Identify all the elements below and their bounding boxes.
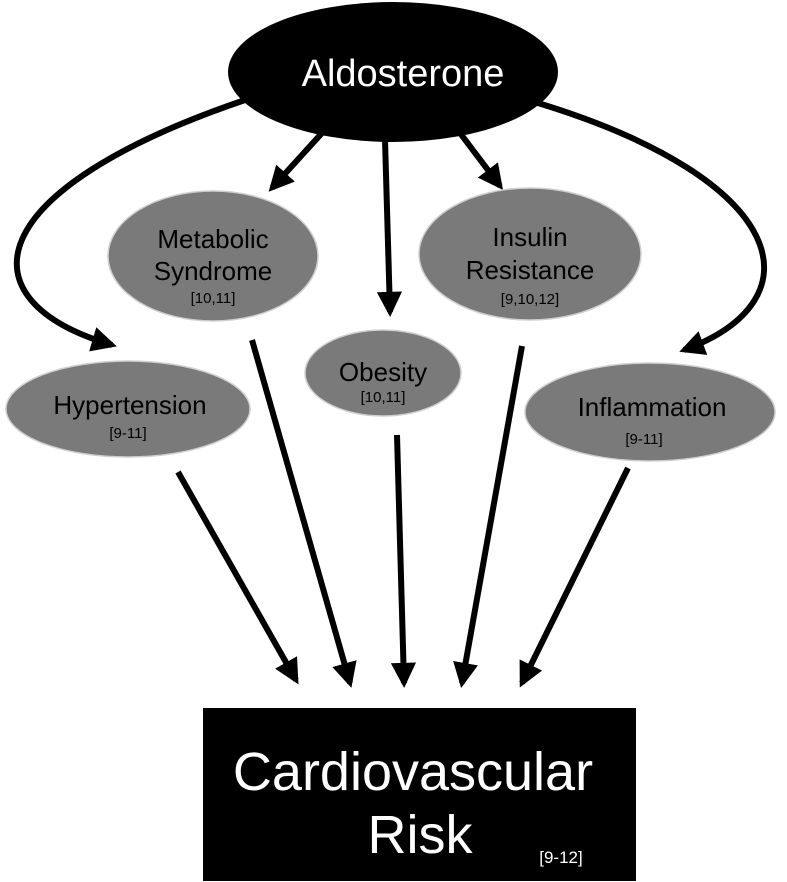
arrow-aldosterone-to-metabolic-syndrome [268, 130, 325, 192]
arrow-aldosterone-to-inflammation [537, 100, 768, 355]
cardiovascular-risk-line1: Cardiovascular [233, 742, 593, 802]
node-hypertension: Hypertension [9-11] [5, 360, 251, 458]
insulin-resistance-line2: Resistance [466, 255, 595, 285]
cardiovascular-risk-line2: Risk [368, 805, 474, 865]
node-cardiovascular-risk: Cardiovascular Risk [9-12] [203, 708, 636, 881]
obesity-label: Obesity [339, 357, 427, 387]
arrow-metabolic-syndrome-to-risk [249, 339, 357, 688]
aldosterone-label: Aldosterone [302, 53, 505, 95]
insulin-resistance-line1: Insulin [492, 222, 567, 252]
node-metabolic-syndrome: Metabolic Syndrome [10,11] [107, 190, 319, 322]
hypertension-ref: [9-11] [109, 425, 146, 442]
node-inflammation: Inflammation [9-11] [524, 362, 776, 462]
obesity-ref: [10,11] [361, 389, 406, 406]
metabolic-syndrome-line2: Syndrome [154, 256, 273, 286]
source-arrows [13, 97, 768, 355]
node-aldosterone: Aldosterone [228, 2, 558, 142]
node-insulin-resistance: Insulin Resistance [9,10,12] [418, 187, 642, 321]
outcome-arrows [175, 339, 631, 689]
metabolic-syndrome-line1: Metabolic [157, 224, 268, 254]
inflammation-label: Inflammation [578, 392, 727, 422]
node-obesity: Obesity [10,11] [304, 329, 462, 417]
arrow-aldosterone-to-obesity [376, 139, 403, 318]
arrow-inflammation-to-risk [519, 466, 631, 688]
inflammation-ref: [9-11] [625, 431, 662, 448]
arrow-aldosterone-to-hypertension [13, 97, 246, 352]
metabolic-syndrome-ref: [10,11] [191, 290, 236, 307]
arrow-hypertension-to-risk [175, 470, 299, 685]
arrow-aldosterone-to-insulin-resistance [457, 131, 504, 191]
arrow-insulin-resistance-to-risk [453, 345, 525, 688]
hypertension-label: Hypertension [53, 390, 206, 420]
cardiovascular-risk-ref: [9-12] [539, 848, 582, 867]
arrow-obesity-to-risk [390, 434, 417, 689]
insulin-resistance-ref: [9,10,12] [501, 291, 559, 308]
